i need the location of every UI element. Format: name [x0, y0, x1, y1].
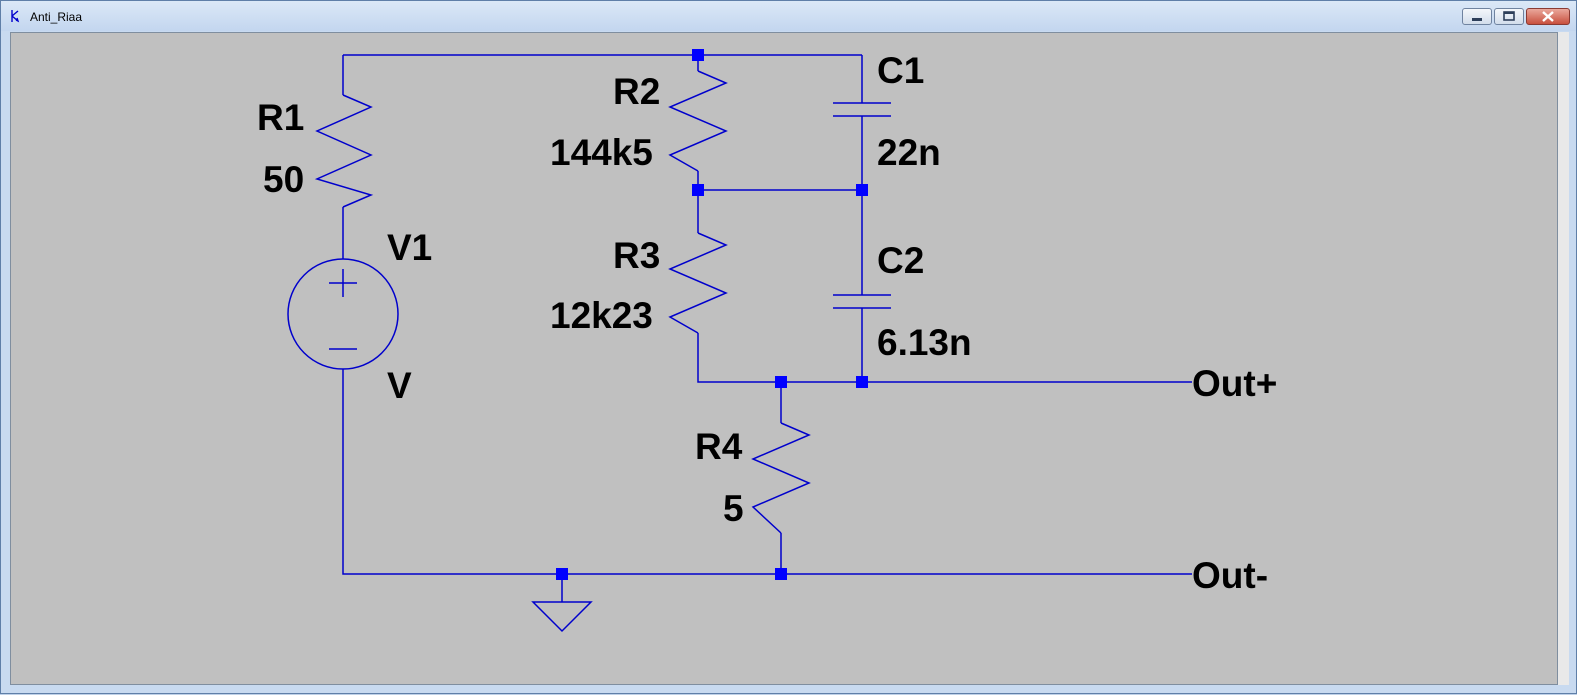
title-bar[interactable]: Anti_Riaa	[1, 1, 1576, 31]
r2-value-label: 144k5	[550, 132, 653, 173]
window-title: Anti_Riaa	[30, 10, 83, 24]
out-plus-port-label[interactable]: Out+	[1192, 363, 1277, 404]
wire-r3-bottom[interactable]	[697, 333, 1192, 383]
c2-name-label: C2	[877, 240, 924, 281]
minimize-button[interactable]	[1462, 8, 1492, 25]
vertical-scrollbar[interactable]	[1558, 32, 1569, 685]
resistor-r3-symbol[interactable]	[668, 232, 728, 334]
maximize-icon	[1503, 11, 1515, 21]
junction-dot	[775, 376, 787, 388]
r4-value-label: 5	[723, 488, 744, 529]
junction-dot	[692, 49, 704, 61]
close-button[interactable]	[1526, 8, 1570, 25]
r4-name-label: R4	[695, 426, 743, 467]
junction-dot	[856, 184, 868, 196]
r1-value-label: 50	[263, 159, 304, 200]
r3-value-label: 12k23	[550, 295, 653, 336]
close-icon	[1542, 11, 1554, 22]
maximize-button[interactable]	[1494, 8, 1524, 25]
junction-dot	[775, 568, 787, 580]
voltage-source-v1-symbol[interactable]	[287, 258, 399, 370]
wire-v1-bottom[interactable]	[342, 369, 1192, 575]
ground-symbol[interactable]	[531, 601, 593, 633]
junction-dot	[856, 376, 868, 388]
c1-name-label: C1	[877, 50, 924, 91]
capacitor-c1-symbol[interactable]	[833, 102, 891, 117]
capacitor-c2-symbol[interactable]	[833, 294, 891, 309]
v1-name-label: V1	[387, 227, 432, 268]
minimize-icon	[1472, 18, 1482, 21]
resistor-r1-symbol[interactable]	[314, 94, 374, 208]
v1-value-label: V	[387, 365, 412, 406]
resistor-r2-symbol[interactable]	[668, 70, 728, 172]
resistor-r4-symbol[interactable]	[751, 422, 811, 534]
r2-name-label: R2	[613, 71, 660, 112]
junction-dot	[556, 568, 568, 580]
schematic-app-icon	[11, 10, 20, 23]
r1-name-label: R1	[257, 97, 304, 138]
c2-value-label: 6.13n	[877, 322, 972, 363]
out-minus-port-label[interactable]: Out-	[1192, 555, 1268, 596]
r3-name-label: R3	[613, 235, 660, 276]
junction-dot	[692, 184, 704, 196]
c1-value-label: 22n	[877, 132, 941, 173]
